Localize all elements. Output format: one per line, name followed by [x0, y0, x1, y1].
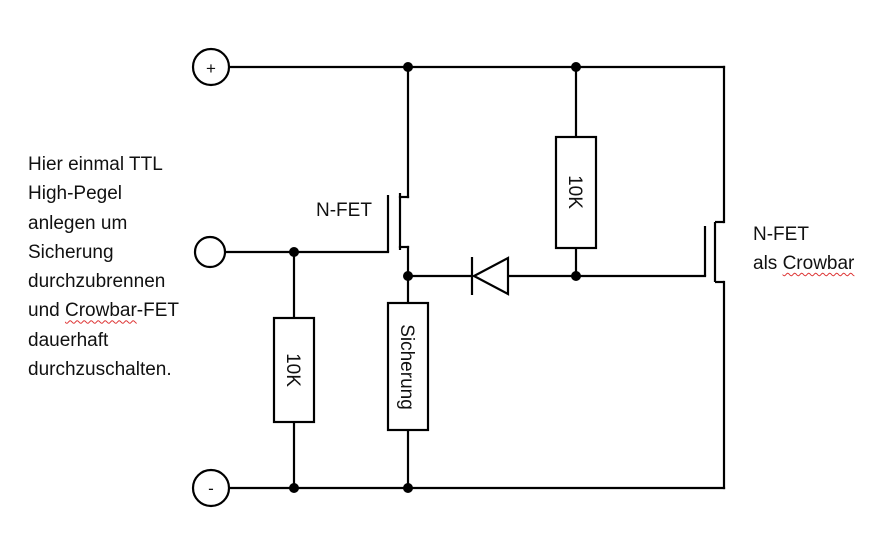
terminal-plus-label: + — [206, 59, 216, 78]
fuse-label: Sicherung — [396, 324, 417, 410]
note-line: dauerhaft — [28, 329, 109, 351]
note-line: anlegen um — [28, 212, 128, 234]
note-line: High-Pegel — [28, 183, 122, 205]
note-line: durchzubrennen — [28, 271, 166, 293]
diode-symbol — [470, 256, 510, 296]
terminal-minus — [191, 468, 231, 508]
left-nfet-label: N-FET — [316, 200, 372, 221]
note-line: Hier einmal TTL — [28, 154, 163, 175]
left-resistor-label: 10K — [282, 353, 303, 387]
spellcheck-underline: Crowbar — [782, 253, 855, 274]
crowbar-nfet-label-line1: N-FET — [753, 224, 809, 245]
note-line: und Crowbar-FET — [28, 300, 180, 322]
crowbar-nfet-symbol — [703, 220, 724, 284]
crowbar-nfet-label-line2: als Crowbar — [753, 253, 855, 274]
junction-dots — [289, 62, 581, 493]
terminal-plus — [191, 47, 231, 87]
left-nfet-symbol — [386, 193, 402, 252]
fuse — [386, 301, 430, 432]
terminal-minus-label: - — [208, 479, 214, 498]
note-line: Sicherung — [28, 241, 114, 263]
top-resistor-label: 10K — [564, 175, 585, 209]
input-terminal — [193, 235, 227, 269]
top-resistor — [554, 135, 598, 250]
spellcheck-underline: Crowbar — [64, 300, 137, 322]
instruction-note: Hier einmal TTL High-Pegel anlegen um Si… — [28, 150, 179, 384]
note-line: durchzuschalten. — [28, 359, 172, 381]
left-resistor — [272, 316, 316, 424]
